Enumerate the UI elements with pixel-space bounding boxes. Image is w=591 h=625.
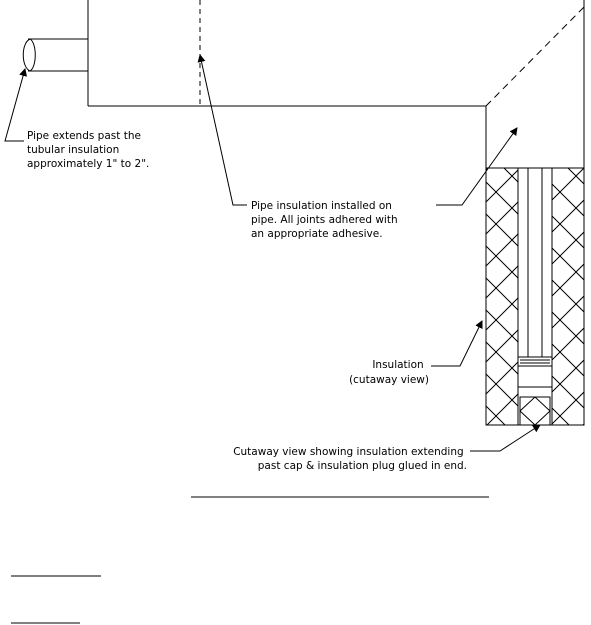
leader-pipe-insulation-right	[436, 127, 518, 206]
leader-insulation	[431, 320, 483, 367]
pipe-cap	[518, 356, 552, 388]
leader-pipe-extends	[4, 68, 27, 142]
label-pipe-insulation: Pipe insulation installed on pipe. All j…	[251, 200, 401, 240]
label-cutaway-cap: Cutaway view showing insulation extendin…	[233, 446, 467, 472]
leader-pipe-insulation	[197, 54, 247, 206]
pipe-end	[22, 38, 88, 72]
label-pipe-extends: Pipe extends past the tubular insulation…	[27, 130, 149, 170]
insulation-cutaway	[485, 167, 585, 426]
leader-cutaway-cap	[470, 424, 541, 452]
insulation-plug	[519, 396, 551, 426]
insulation-right-wall	[551, 167, 585, 426]
insulation-left-wall	[485, 167, 519, 426]
label-insulation-cutaway: Insulation (cutaway view)	[349, 359, 429, 386]
